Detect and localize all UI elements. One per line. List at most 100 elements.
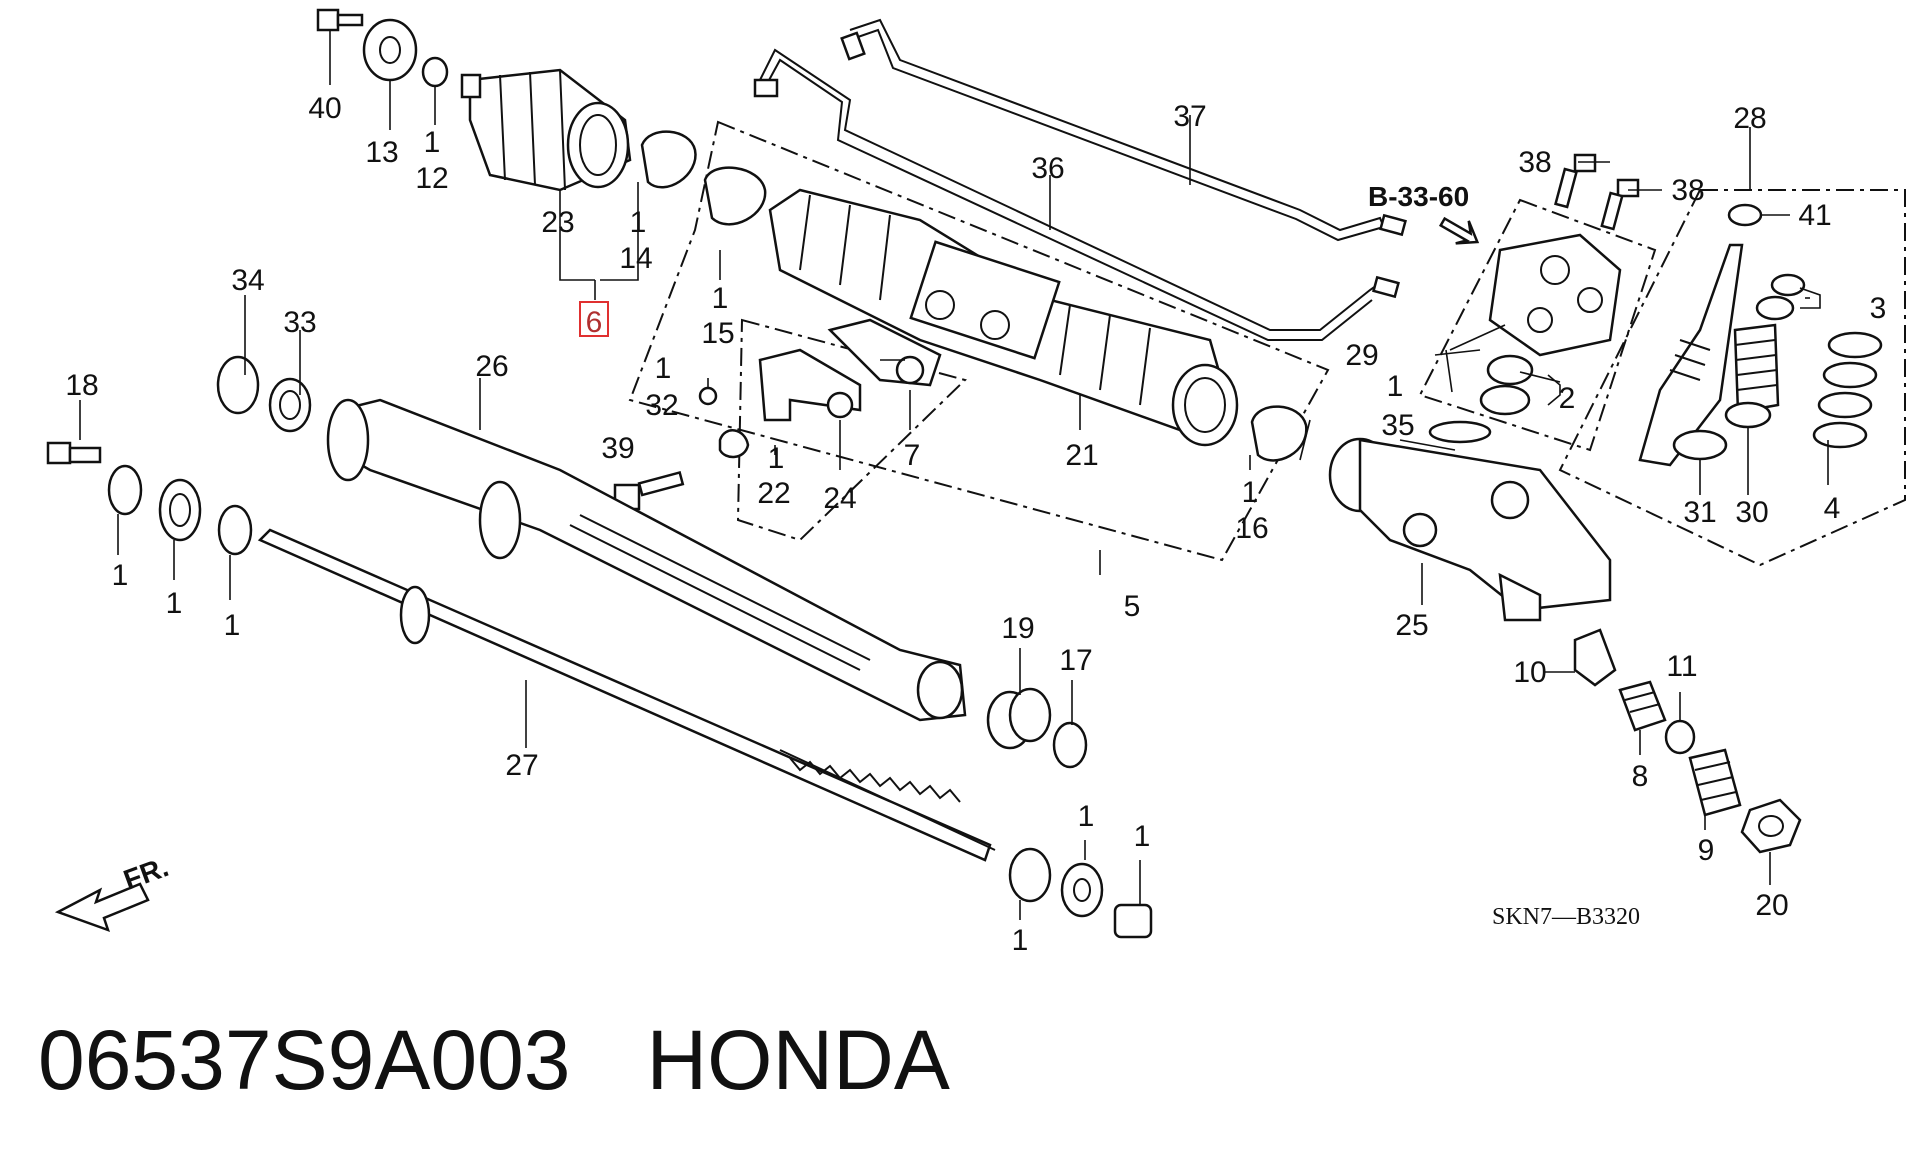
rack-housing-26 — [326, 398, 967, 722]
seal-12 — [421, 56, 449, 88]
callout-26: 26 — [475, 350, 508, 383]
rack-guide-10 — [1573, 628, 1617, 687]
arrow-to-b3360 — [1438, 216, 1480, 245]
callout-8: 8 — [1632, 760, 1649, 793]
bolt-38-left — [1554, 153, 1597, 209]
ring-41 — [1727, 203, 1763, 227]
bearing-30 — [1733, 323, 1780, 414]
callout-21: 21 — [1065, 439, 1098, 472]
callout-38-left: 38 — [1518, 146, 1551, 179]
callout-1-washer-left: 1 — [112, 559, 129, 592]
callout-4: 4 — [1824, 492, 1841, 525]
brand-name: HONDA — [646, 1013, 950, 1107]
callout-1-bearing-left: 1 — [166, 587, 183, 620]
oring-35 — [1428, 420, 1492, 444]
boot-23 — [460, 68, 632, 192]
callout-11: 11 — [1666, 650, 1697, 683]
clamp-16 — [1250, 405, 1308, 462]
callout-1-clamp15: 1 — [712, 282, 729, 315]
bracket-24 — [758, 348, 862, 422]
washer-1-left — [107, 464, 143, 516]
seal-2a — [1486, 354, 1534, 386]
callout-24: 24 — [823, 482, 856, 515]
callout-41: 41 — [1798, 199, 1831, 232]
screw-9 — [1688, 748, 1742, 817]
callout-1-oring35: 1 — [1387, 370, 1404, 403]
callout-32: 32 — [645, 389, 678, 422]
front-arrow-icon — [54, 882, 150, 933]
callout-12: 12 — [415, 162, 448, 195]
highlight-box-6 — [579, 301, 609, 337]
boot-kit-frame — [628, 120, 1330, 562]
callout-5: 5 — [1124, 590, 1141, 623]
callout-33: 33 — [283, 306, 316, 339]
callout-1-bushing-bottom: 1 — [1134, 820, 1151, 853]
callout-2: 2 — [1559, 382, 1576, 415]
callout-27: 27 — [505, 749, 538, 782]
callout-1-washer32: 1 — [655, 352, 672, 385]
callout-34: 34 — [231, 264, 264, 297]
footer-title: 06537S9A003 HONDA — [38, 1012, 950, 1109]
front-marker-label: FR. — [119, 851, 172, 896]
callout-36: 36 — [1031, 152, 1064, 185]
callout-25: 25 — [1395, 609, 1428, 642]
callout-1-clip: 1 — [768, 442, 785, 475]
callout-1-clamp: 1 — [630, 206, 647, 239]
callout-38-right: 38 — [1671, 174, 1704, 207]
seal-3a — [1770, 273, 1806, 297]
callout-29: 29 — [1345, 339, 1378, 372]
pipe-37 — [840, 18, 1407, 242]
callout-17: 17 — [1059, 644, 1092, 677]
seal-3b — [1755, 295, 1795, 321]
seal-33 — [268, 377, 312, 433]
callout-1-seal-bottom-a: 1 — [1012, 924, 1029, 957]
bolt-18 — [46, 441, 102, 465]
oring-17 — [1052, 721, 1088, 769]
callout-35: 35 — [1381, 409, 1414, 442]
callouts: 40 13 1 12 23 1 14 6 37 36 B-33-60 38 38… — [65, 92, 1886, 957]
bushing-1-bottom — [1113, 903, 1153, 939]
valve-housing-frame — [1418, 198, 1657, 452]
callout-19: 19 — [1001, 612, 1034, 645]
callout-37: 37 — [1173, 100, 1206, 133]
clamp-15 — [703, 166, 767, 226]
seal-1-bottom-b — [1060, 862, 1104, 918]
part-number: 06537S9A003 — [38, 1013, 571, 1107]
callout-1-clamp16: 1 — [1242, 476, 1259, 509]
locknut-20 — [1740, 798, 1802, 854]
reference-b3360: B-33-60 — [1368, 181, 1469, 212]
callout-9: 9 — [1698, 834, 1715, 867]
bolt-39 — [613, 470, 685, 511]
callout-22: 22 — [757, 477, 790, 510]
boot-21 — [768, 188, 1239, 447]
callout-6: 6 — [586, 306, 603, 339]
seal-31 — [1672, 429, 1728, 461]
washer-32 — [698, 386, 718, 406]
rings-4 — [1812, 331, 1883, 449]
callout-10: 10 — [1513, 656, 1546, 689]
callout-7: 7 — [904, 439, 921, 472]
washer-11 — [1664, 719, 1696, 755]
callout-13: 13 — [365, 136, 398, 169]
valve-body-25 — [1328, 437, 1612, 622]
callout-40: 40 — [308, 92, 341, 125]
bushing-7 — [827, 318, 942, 387]
pipe-36 — [753, 48, 1400, 341]
drawing-code: SKN7—B3320 — [1492, 904, 1640, 930]
callout-1-seal: 1 — [424, 126, 441, 159]
rack-27 — [257, 528, 996, 862]
pinion-shaft — [1638, 243, 1744, 467]
callout-39: 39 — [601, 432, 634, 465]
clamp-14 — [640, 130, 697, 189]
leader-lines — [79, 30, 1829, 920]
callout-20: 20 — [1755, 889, 1788, 922]
callout-1-seal-bottom-b: 1 — [1078, 800, 1095, 833]
seal-30 — [1724, 401, 1772, 429]
oring-1-left — [217, 504, 253, 556]
spring-8 — [1618, 680, 1667, 732]
bushing-19 — [986, 687, 1052, 750]
bolt-38-right — [1600, 178, 1640, 231]
snap-ring-34 — [216, 355, 260, 415]
callout-23: 23 — [541, 206, 574, 239]
